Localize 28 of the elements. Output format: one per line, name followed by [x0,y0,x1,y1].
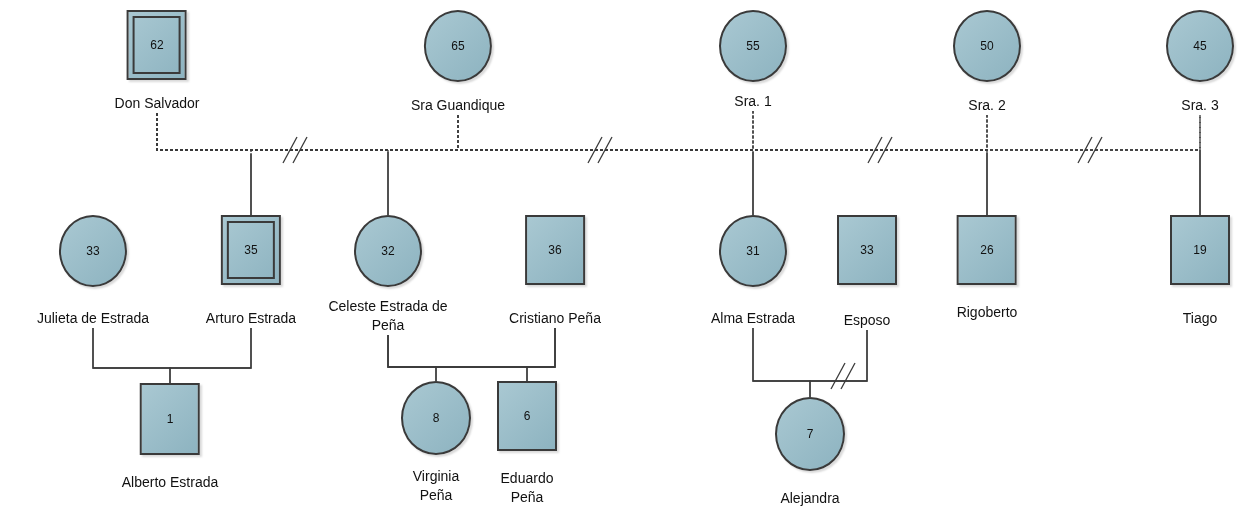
age-number: 19 [1193,243,1207,257]
age-number: 35 [244,243,258,257]
age-number: 32 [381,244,395,258]
age-number: 36 [548,243,562,257]
person-name: Sra Guandique [408,96,508,115]
age-number: 6 [523,409,531,423]
marriage-line [387,114,459,216]
age-number: 55 [746,39,760,53]
relationship-line [526,327,556,382]
marriage-line [1199,114,1201,216]
marriage-line [986,114,988,216]
age-number: 31 [746,244,760,258]
person-name: Alejandra [778,489,842,508]
age-number: 26 [980,243,994,257]
person-name: Rigoberto [954,303,1020,322]
age-number: 1 [166,412,174,426]
age-number: 33 [86,244,100,258]
marriage-line [752,110,754,216]
age-number: 50 [980,39,994,53]
age-number: 45 [1193,39,1207,53]
relationship-line [169,327,252,384]
age-number: 62 [150,38,164,52]
age-number: 7 [806,427,814,441]
age-number: 33 [860,243,874,257]
person-name: Tiago [1180,309,1220,328]
age-number: 8 [432,411,440,425]
age-number: 65 [451,39,465,53]
relationship-line [809,329,868,398]
